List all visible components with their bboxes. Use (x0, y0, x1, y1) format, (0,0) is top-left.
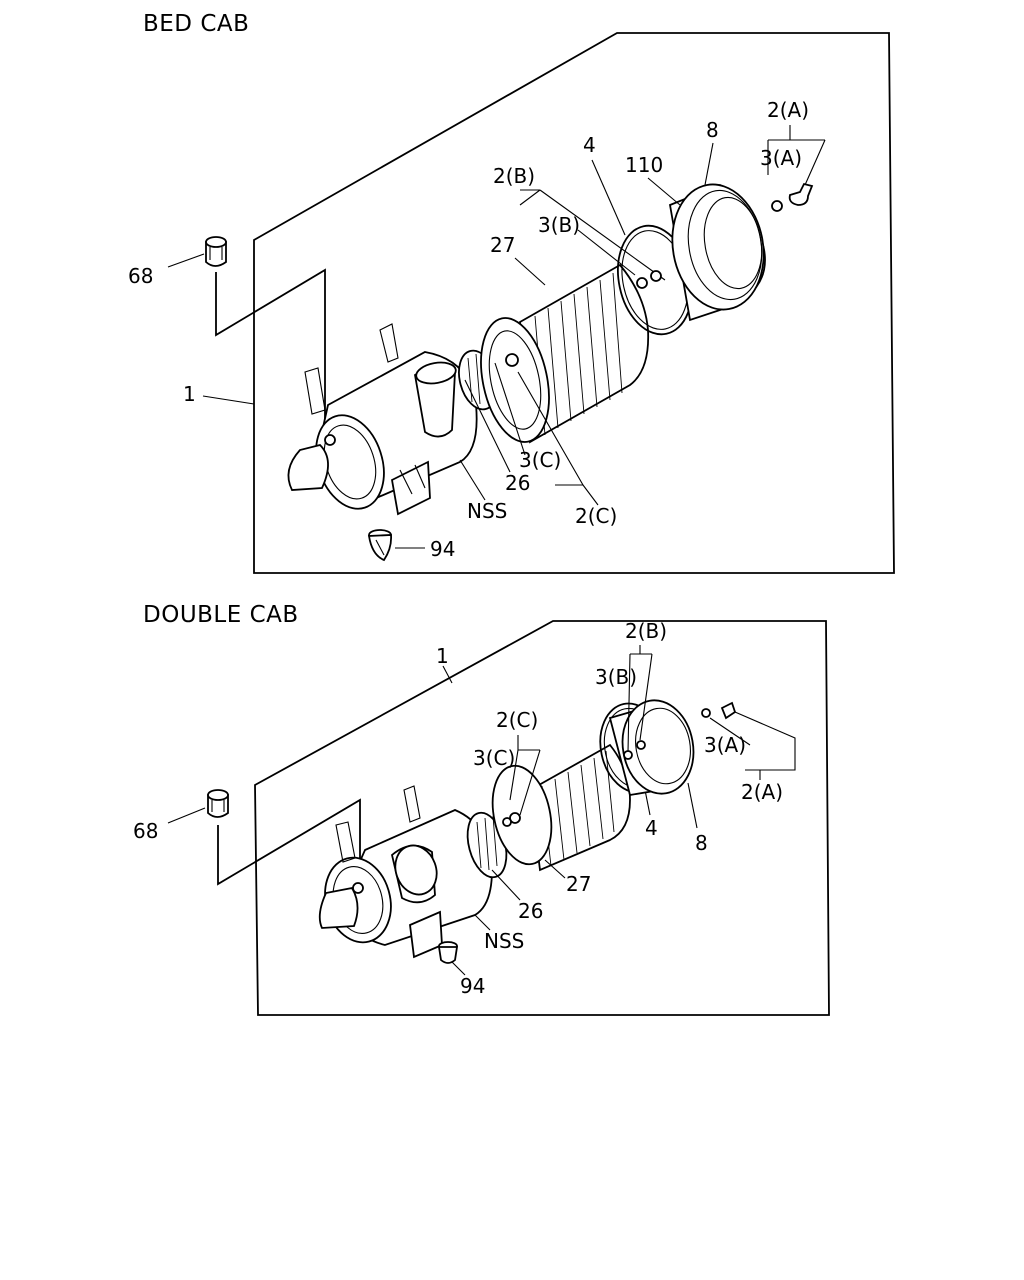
bed-cab-label-2a: 2(A) (767, 98, 809, 122)
bed-cab-label-26: 26 (505, 471, 530, 495)
double-cab-part-8-cover (608, 699, 695, 797)
double-cab-label-26: 26 (518, 899, 543, 923)
double-cab-part-3c-washer (502, 817, 512, 827)
double-cab-part-94-valve (437, 941, 459, 964)
double-cab-part-68-cap (207, 789, 229, 818)
bed-cab-label-nss: NSS (467, 499, 507, 523)
bed-cab-label-2b: 2(B) (493, 164, 535, 188)
bed-cab-part-3b-washer (636, 270, 662, 289)
double-cab-label-94: 94 (460, 974, 485, 998)
double-cab-label-2c: 2(C) (496, 708, 538, 732)
bed-cab-leader-68 (215, 268, 326, 445)
bed-cab-label-3b: 3(B) (538, 213, 580, 237)
bed-cab-label-68: 68 (128, 264, 153, 288)
double-cab-label-4: 4 (645, 816, 658, 840)
bed-cab-label-3c: 3(C) (519, 448, 561, 472)
bed-cab-part-3a-wingnut (771, 182, 814, 212)
bed-cab-part-8-cover (668, 183, 766, 322)
bed-cab-label-8: 8 (706, 118, 719, 142)
double-cab-frame (254, 620, 830, 1016)
double-cab-air-cleaner-body (318, 785, 493, 959)
double-cab-label-27: 27 (566, 872, 591, 896)
double-cab-part-3b-washer (623, 740, 646, 760)
double-cab-title: DOUBLE CAB (143, 602, 299, 628)
double-cab-section: DOUBLE CAB 1 68 (133, 602, 830, 1016)
double-cab-part-27-filter (491, 743, 631, 872)
bed-cab-label-1: 1 (183, 382, 196, 406)
double-cab-label-3b: 3(B) (595, 665, 637, 689)
double-cab-label-1: 1 (436, 644, 449, 668)
bed-cab-part-94-valve (367, 529, 393, 562)
bed-cab-label-3a: 3(A) (760, 146, 802, 170)
double-cab-label-2a: 2(A) (741, 780, 783, 804)
double-cab-label-3a: 3(A) (704, 733, 746, 757)
bed-cab-label-94: 94 (430, 537, 455, 561)
bed-cab-label-27: 27 (490, 233, 515, 257)
bed-cab-part-27-filter (480, 263, 650, 444)
double-cab-leader-68 (217, 798, 361, 886)
bed-cab-air-cleaner-body (287, 323, 478, 516)
double-cab-label-nss: NSS (484, 929, 524, 953)
bed-cab-label-110: 110 (625, 153, 663, 177)
bed-cab-label-2c: 2(C) (575, 504, 617, 528)
double-cab-label-8: 8 (695, 831, 708, 855)
bed-cab-part-68-cap (205, 236, 227, 267)
double-cab-label-68: 68 (133, 819, 158, 843)
bed-cab-section: BED CAB 68 1 (128, 11, 895, 574)
double-cab-label-3c: 3(C) (473, 746, 515, 770)
bed-cab-frame (253, 32, 895, 574)
double-cab-label-2b: 2(B) (625, 619, 667, 643)
double-cab-part-3a-wingnut (701, 701, 737, 720)
bed-cab-label-4: 4 (583, 133, 596, 157)
bed-cab-title: BED CAB (143, 11, 249, 37)
